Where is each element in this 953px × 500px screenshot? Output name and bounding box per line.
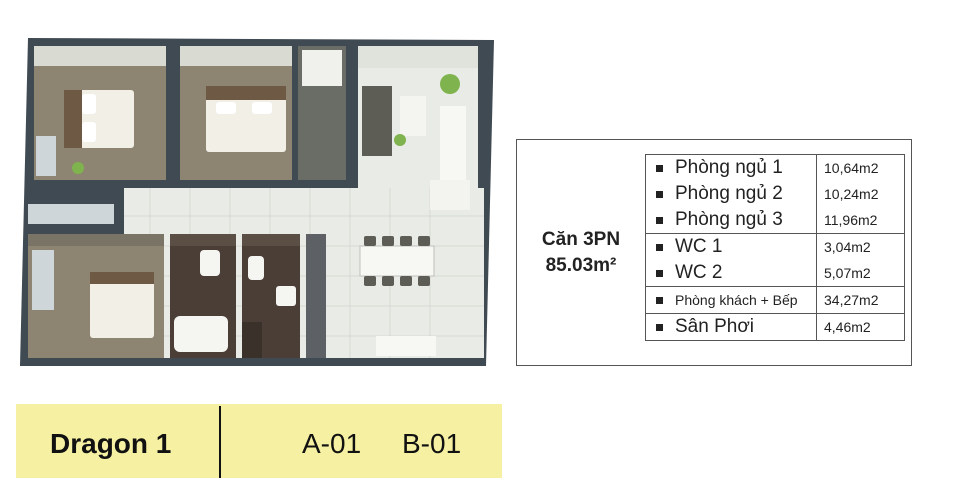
dining-table	[359, 245, 435, 277]
room-name: Sân Phơi	[675, 316, 755, 337]
bullet-icon	[656, 296, 663, 304]
bullet-icon	[656, 190, 663, 198]
total-area: 85.03m²	[545, 254, 617, 276]
room-row-drying-yard: Sân Phơi 4,46m2	[646, 314, 904, 340]
unit-code-a: A-01	[302, 428, 362, 459]
bathroom-group: WC 1 3,04m2 WC 2 5,07m2	[645, 234, 905, 287]
banner-divider	[219, 406, 221, 478]
room-area: 34,27m2	[824, 292, 879, 308]
room-name: WC 1	[675, 236, 723, 257]
bullet-icon	[656, 323, 663, 331]
bathtub	[174, 316, 228, 352]
room-row-bedroom-3: Phòng ngủ 3 11,96m2	[646, 207, 904, 233]
room-name: Phòng ngủ 3	[675, 209, 783, 230]
sofa	[362, 86, 392, 156]
tv-console	[440, 106, 466, 190]
room-area: 10,24m2	[824, 186, 879, 202]
building-banner: Dragon 1 A-01 B-01	[16, 404, 502, 478]
bed-3	[90, 272, 154, 338]
kitchen-counter	[306, 234, 326, 358]
room-list: Phòng ngủ 1 10,64m2 Phòng ngủ 2 10,24m2 …	[645, 154, 905, 341]
bullet-icon	[656, 269, 663, 277]
area-table: Căn 3PN 85.03m² Phòng ngủ 1 10,64m2 Phòn…	[516, 139, 912, 366]
room-area: 5,07m2	[824, 265, 871, 281]
living-group: Phòng khách + Bếp 34,27m2	[645, 287, 905, 314]
room-name: Phòng khách + Bếp	[675, 292, 798, 308]
room-row-wc-2: WC 2 5,07m2	[646, 260, 904, 286]
room-area: 10,64m2	[824, 160, 879, 176]
room-row-bedroom-2: Phòng ngủ 2 10,24m2	[646, 181, 904, 207]
bullet-icon	[656, 216, 663, 224]
floor-plan-illustration	[20, 38, 494, 366]
building-name: Dragon 1	[50, 428, 172, 459]
room-area: 4,46m2	[824, 319, 871, 335]
room-name: Phòng ngủ 1	[675, 157, 783, 178]
unit-summary: Căn 3PN 85.03m²	[517, 140, 645, 365]
drying-yard-group: Sân Phơi 4,46m2	[645, 314, 905, 341]
bedroom-group: Phòng ngủ 1 10,64m2 Phòng ngủ 2 10,24m2 …	[645, 154, 905, 234]
room-name: Phòng ngủ 2	[675, 183, 783, 204]
room-row-bedroom-1: Phòng ngủ 1 10,64m2	[646, 155, 904, 181]
room-name: WC 2	[675, 262, 723, 283]
room-area: 11,96m2	[824, 212, 878, 228]
unit-type: Căn 3PN	[541, 228, 621, 250]
bullet-icon	[656, 164, 663, 172]
unit-code-b: B-01	[402, 428, 462, 459]
room-area: 3,04m2	[824, 239, 871, 255]
room-row-wc-1: WC 1 3,04m2	[646, 234, 904, 260]
bullet-icon	[656, 243, 663, 251]
room-row-living-kitchen: Phòng khách + Bếp 34,27m2	[646, 287, 904, 313]
